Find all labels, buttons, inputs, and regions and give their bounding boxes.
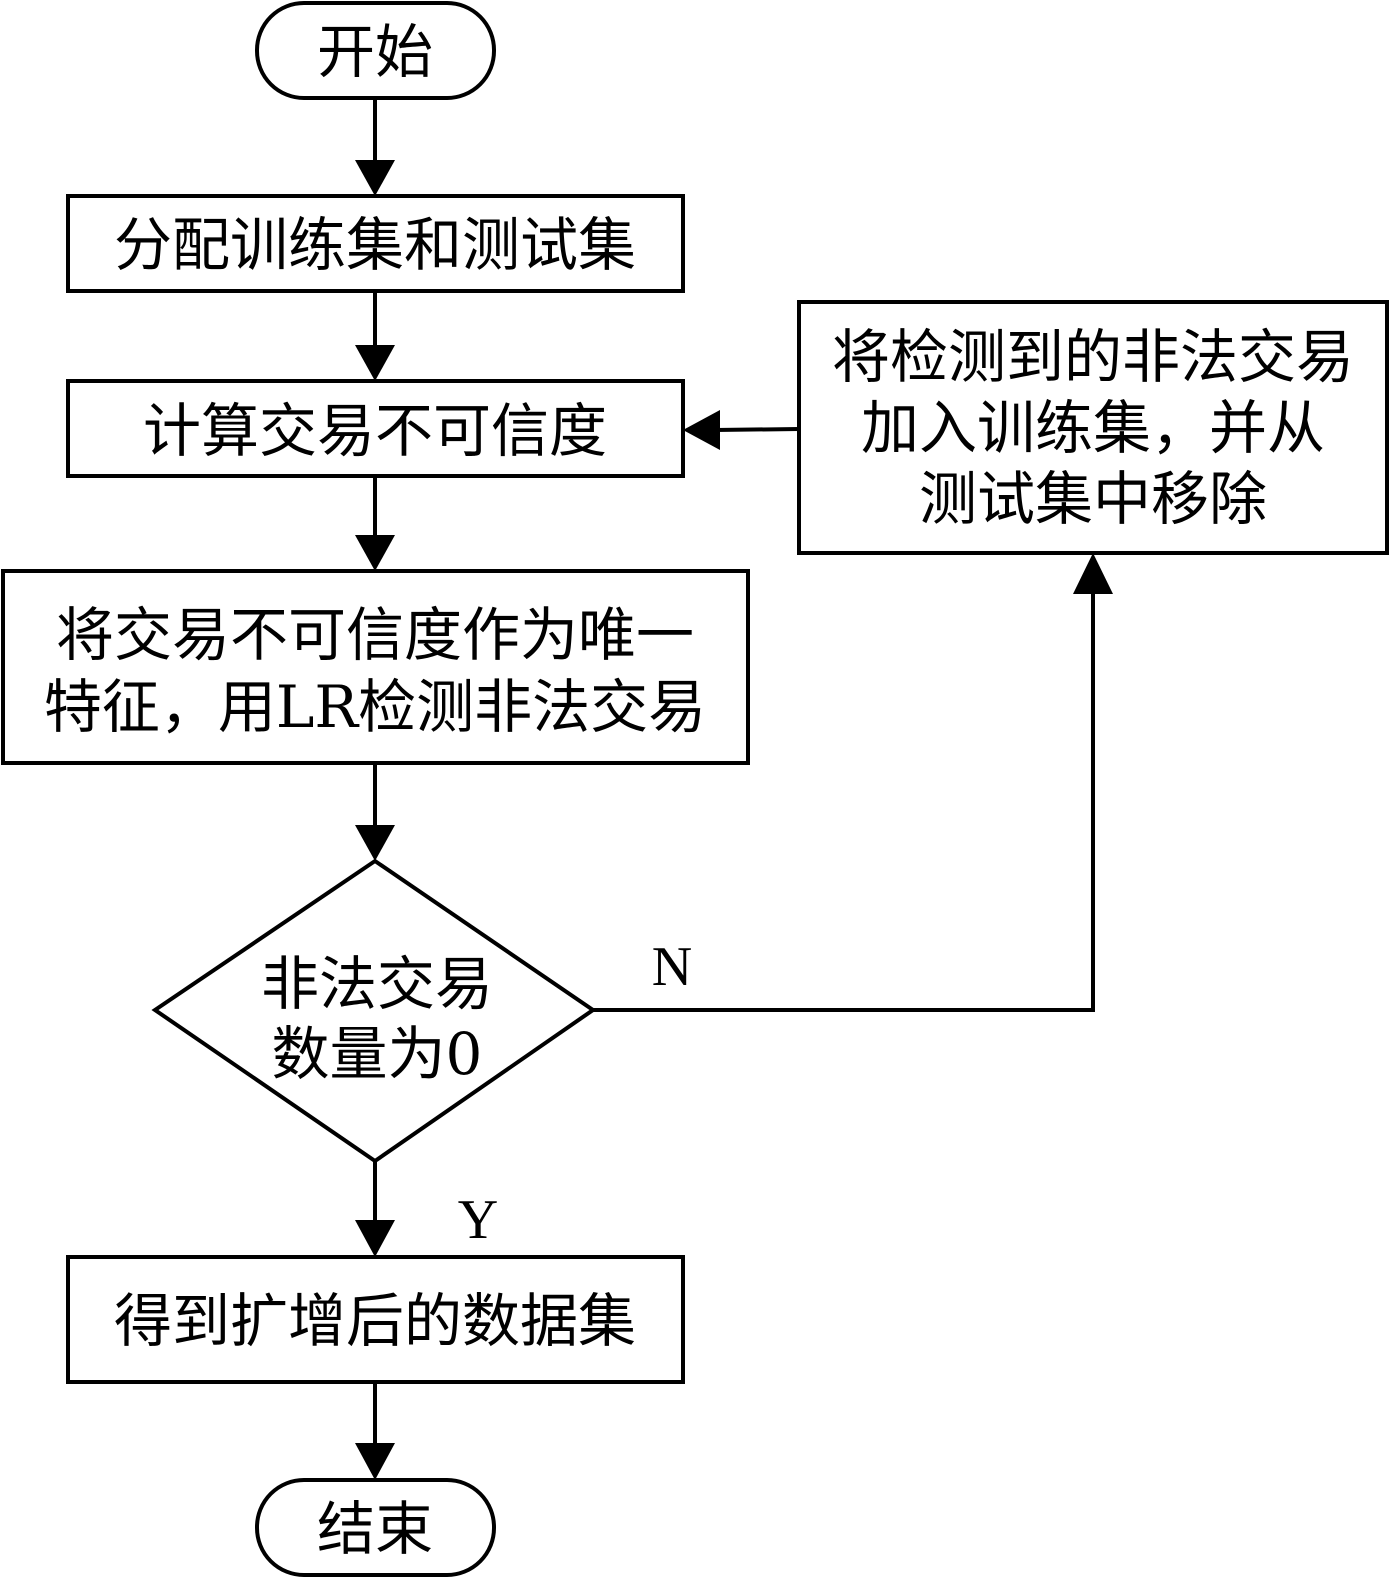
- arrowhead-move: [1073, 553, 1113, 594]
- move-label-line2: 加入训练集，并从: [861, 394, 1325, 462]
- decision-node: 非法交易 数量为0: [151, 858, 597, 1164]
- arrowhead-result: [355, 1220, 395, 1257]
- move-box: [797, 300, 1389, 555]
- decision-label-line1: 非法交易: [261, 950, 493, 1018]
- detect-box: [1, 569, 750, 765]
- result-label: 得到扩增后的数据集: [114, 1287, 636, 1355]
- detect-node: 将交易不可信度作为唯一 特征，用LR检测非法交易: [1, 569, 750, 765]
- detect-label-line1: 将交易不可信度作为唯一: [56, 601, 694, 669]
- arrowhead-compute: [355, 345, 395, 381]
- move-node: 将检测到的非法交易 加入训练集，并从 测试集中移除: [797, 300, 1389, 555]
- arrowhead-compute-return: [683, 410, 720, 450]
- branch-label-yes: Y: [458, 1189, 498, 1251]
- detect-label-line2: 特征，用LR检测非法交易: [44, 673, 706, 741]
- end-node: 结束: [255, 1478, 496, 1577]
- end-label: 结束: [317, 1495, 433, 1563]
- start-label: 开始: [317, 18, 433, 86]
- split-box: [66, 194, 685, 293]
- split-node: 分配训练集和测试集: [66, 194, 685, 293]
- arrowhead-split: [355, 160, 395, 196]
- result-box: [66, 1255, 685, 1384]
- start-node: 开始: [255, 1, 496, 100]
- result-node: 得到扩增后的数据集: [66, 1255, 685, 1384]
- arrowhead-decision: [355, 825, 395, 861]
- end-terminal: [255, 1478, 496, 1577]
- start-terminal: [255, 1, 496, 100]
- decision-diamond: [151, 858, 597, 1164]
- split-label: 分配训练集和测试集: [114, 211, 636, 279]
- compute-box: [66, 379, 685, 478]
- compute-label: 计算交易不可信度: [143, 397, 607, 465]
- arrow-decision-no-to-move: [593, 590, 1095, 1012]
- decision-label-line2: 数量为0: [272, 1020, 483, 1088]
- arrow-move-to-compute: [714, 427, 800, 432]
- move-label-line3: 测试集中移除: [919, 465, 1267, 533]
- connectors: [355, 98, 1113, 1480]
- compute-node: 计算交易不可信度: [66, 379, 685, 478]
- move-label-line1: 将检测到的非法交易: [832, 323, 1354, 391]
- arrowhead-detect: [355, 535, 395, 571]
- branch-label-no: N: [652, 936, 692, 998]
- arrowhead-end: [355, 1443, 395, 1480]
